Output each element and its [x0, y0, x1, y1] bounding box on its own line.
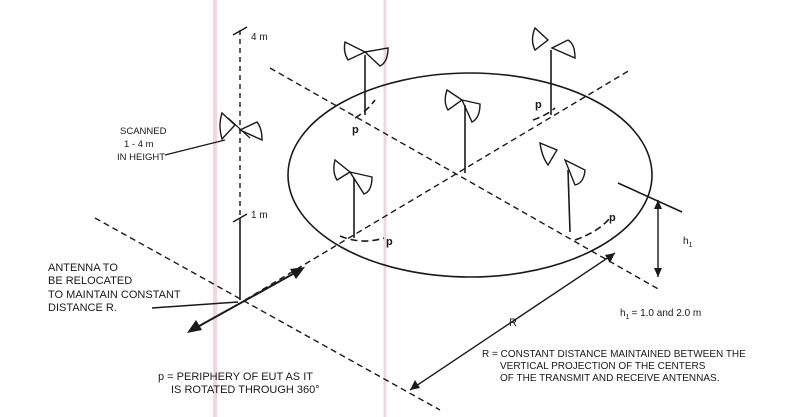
- svg-text:IS ROTATED THROUGH 360°: IS ROTATED THROUGH 360°: [171, 384, 320, 396]
- scanned-label: SCANNED 1 - 4 m IN HEIGHT: [117, 126, 167, 163]
- periphery-arc-4: [574, 217, 611, 241]
- front-dashed-axis: [94, 217, 441, 411]
- periphery-arc-2: [532, 107, 556, 121]
- mast-top-tick: [232, 26, 248, 36]
- eut-antenna-back-right-icon: [531, 26, 576, 115]
- periphery-arc-1: [354, 99, 376, 119]
- r-arrow-end: [605, 253, 615, 263]
- p-note: p = PERIPHERY OF EUT AS IT IS ROTATED TH…: [158, 371, 320, 396]
- svg-text:ANTENNA TO: ANTENNA TO: [48, 262, 118, 274]
- eut-antenna-right-icon: [539, 141, 586, 233]
- r-arrow-start: [410, 380, 420, 390]
- receive-antenna-icon: [219, 111, 263, 142]
- back-dashed-axis: [269, 67, 661, 291]
- note-pointer-line: [151, 301, 239, 309]
- svg-text:BE RELOCATED: BE RELOCATED: [48, 275, 132, 287]
- svg-text:TO MAINTAIN CONSTANT: TO MAINTAIN CONSTANT: [48, 289, 181, 301]
- h1-values: h1= 1.0 and 2.0 m: [620, 308, 701, 321]
- antenna-note: ANTENNA TO BE RELOCATED TO MAINTAIN CONS…: [48, 262, 181, 314]
- periphery-marker-2: p: [535, 99, 542, 111]
- relocation-arrow-line: [191, 269, 301, 331]
- h1-arrow-top: [654, 200, 662, 209]
- svg-text:OF THE TRANSMIT AND RECEIVE AN: OF THE TRANSMIT AND RECEIVE ANTENNAS.: [500, 373, 720, 384]
- svg-text:DISTANCE R.: DISTANCE R.: [48, 302, 117, 314]
- r-dimension-line: [409, 252, 616, 391]
- scanned-pointer-line: [164, 139, 226, 156]
- svg-text:R = CONSTANT DISTANCE MAINTAIN: R = CONSTANT DISTANCE MAINTAINED BETWEEN…: [482, 349, 746, 360]
- svg-text:1 - 4 m: 1 - 4 m: [124, 139, 154, 150]
- svg-text:IN HEIGHT: IN HEIGHT: [117, 152, 165, 163]
- eut-antenna-back-left-icon: [343, 40, 389, 115]
- periphery-marker-4: p: [609, 212, 616, 224]
- mast-bottom-tick: [232, 213, 248, 223]
- svg-text:VERTICAL PROJECTION OF THE CEN: VERTICAL PROJECTION OF THE CENTERS: [500, 361, 706, 372]
- eut-antenna-center-icon: [444, 88, 481, 173]
- arrow-head-up: [290, 267, 305, 279]
- periphery-marker-3: p: [386, 236, 393, 248]
- r-label: R: [509, 317, 517, 329]
- label-1m: 1 m: [251, 210, 268, 221]
- h1-label: h1: [683, 236, 693, 249]
- ground-ellipse: [287, 72, 653, 278]
- h1-arrow-bottom: [654, 268, 662, 277]
- periphery-marker-1: p: [352, 124, 359, 136]
- eut-antenna-left-icon: [333, 158, 373, 238]
- periphery-arc-3: [339, 235, 385, 242]
- arrow-head-down: [187, 320, 202, 333]
- svg-text:p = PERIPHERY OF EUT AS IT: p = PERIPHERY OF EUT AS IT: [158, 371, 313, 383]
- label-4m: 4 m: [251, 32, 268, 43]
- h1-reference-line: [617, 182, 683, 213]
- svg-text:SCANNED: SCANNED: [120, 126, 167, 137]
- r-note: R = CONSTANT DISTANCE MAINTAINED BETWEEN…: [482, 349, 746, 384]
- diagonal-dashed-axis: [244, 69, 631, 301]
